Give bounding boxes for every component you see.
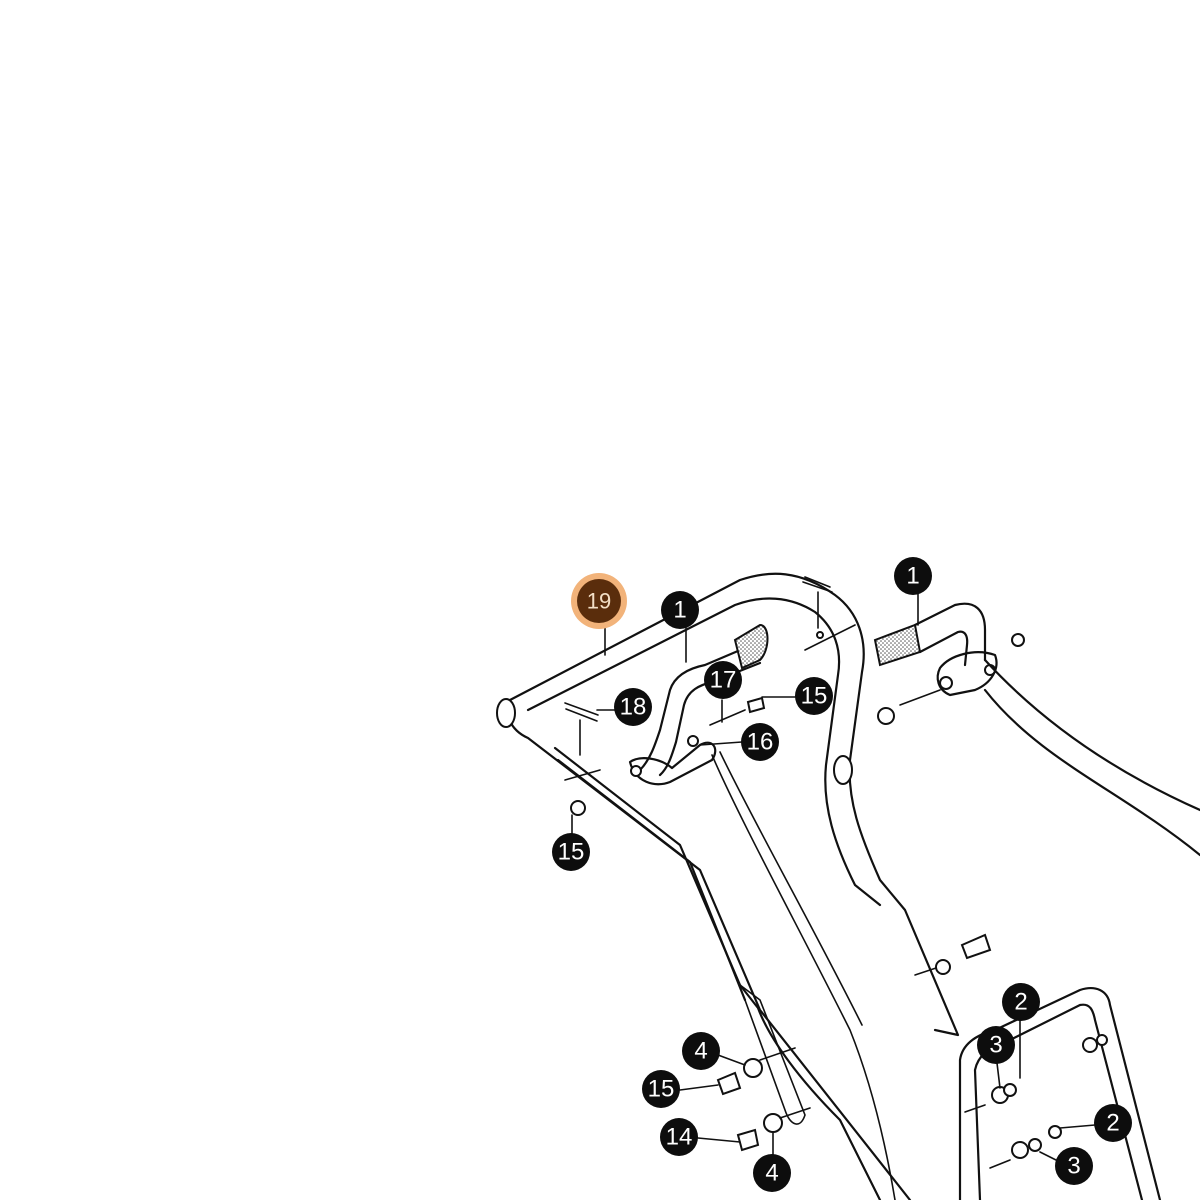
callout-3-lower[interactable]: 3: [1055, 1147, 1093, 1185]
callout-label: 19: [587, 589, 611, 614]
callout-4-upper[interactable]: 4: [682, 1032, 720, 1070]
callout-4-lower[interactable]: 4: [753, 1154, 791, 1192]
callout-16[interactable]: 16: [741, 723, 779, 761]
control-cable: [711, 751, 896, 1200]
callout-18[interactable]: 18: [614, 688, 652, 726]
callout-label: 15: [648, 1076, 675, 1103]
callout-label: 4: [694, 1038, 707, 1065]
callout-label: 3: [989, 1032, 1002, 1059]
handle-bar: [496, 572, 960, 1200]
callout-15-left[interactable]: 15: [552, 833, 590, 871]
callout-label: 1: [673, 597, 686, 624]
callout-15-lower[interactable]: 15: [642, 1070, 680, 1108]
callout-17[interactable]: 17: [704, 661, 742, 699]
callout-label: 18: [620, 694, 647, 721]
callout-2-lower[interactable]: 2: [1094, 1104, 1132, 1142]
callout-label: 4: [765, 1160, 778, 1187]
callout-1-right[interactable]: 1: [894, 557, 932, 595]
callout-19[interactable]: 19: [571, 573, 627, 629]
callout-label: 14: [666, 1124, 693, 1151]
callout-1-upper[interactable]: 1: [661, 591, 699, 629]
callout-label: 16: [747, 729, 774, 756]
right-grip: [873, 602, 1200, 857]
callout-3-upper[interactable]: 3: [977, 1026, 1015, 1064]
callout-14[interactable]: 14: [660, 1118, 698, 1156]
callout-label: 1: [906, 563, 919, 590]
callout-label: 2: [1106, 1110, 1119, 1137]
callout-2-upper[interactable]: 2: [1002, 983, 1040, 1021]
callout-label: 3: [1067, 1153, 1080, 1180]
callout-label: 15: [558, 839, 585, 866]
callout-label: 2: [1014, 989, 1027, 1016]
callout-label: 17: [710, 667, 737, 694]
fasteners: [564, 576, 1025, 1152]
leader-lines: [571, 589, 1096, 1163]
callout-15-upper-right[interactable]: 15: [795, 677, 833, 715]
callout-label: 15: [801, 683, 828, 710]
